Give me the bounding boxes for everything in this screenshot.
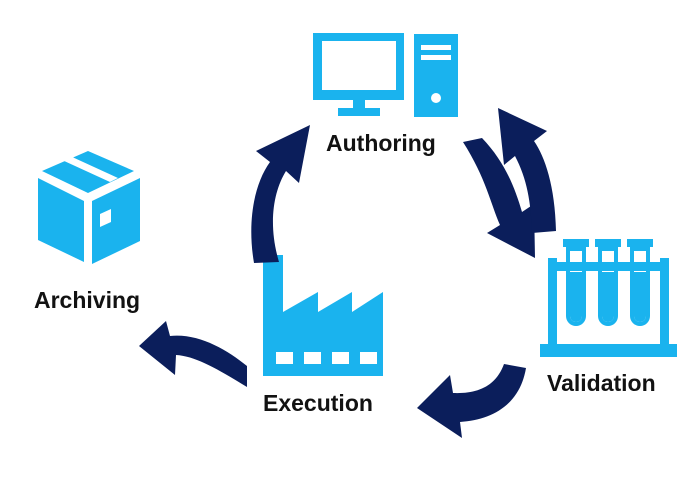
- arrow-validation-to-authoring: [498, 108, 556, 233]
- test-tubes-icon: [540, 239, 677, 357]
- authoring-label: Authoring: [326, 130, 436, 156]
- validation-label: Validation: [547, 370, 656, 396]
- arrow-validation-to-execution: [417, 364, 526, 438]
- box-icon: [38, 151, 140, 264]
- arrow-authoring-to-validation: [463, 138, 535, 258]
- desktop-computer-icon: [313, 33, 458, 117]
- arrow-execution-to-authoring: [251, 125, 310, 263]
- factory-icon: [263, 255, 383, 376]
- arrow-execution-to-archiving: [139, 321, 247, 387]
- execution-label: Execution: [263, 390, 373, 416]
- archiving-label: Archiving: [34, 287, 141, 313]
